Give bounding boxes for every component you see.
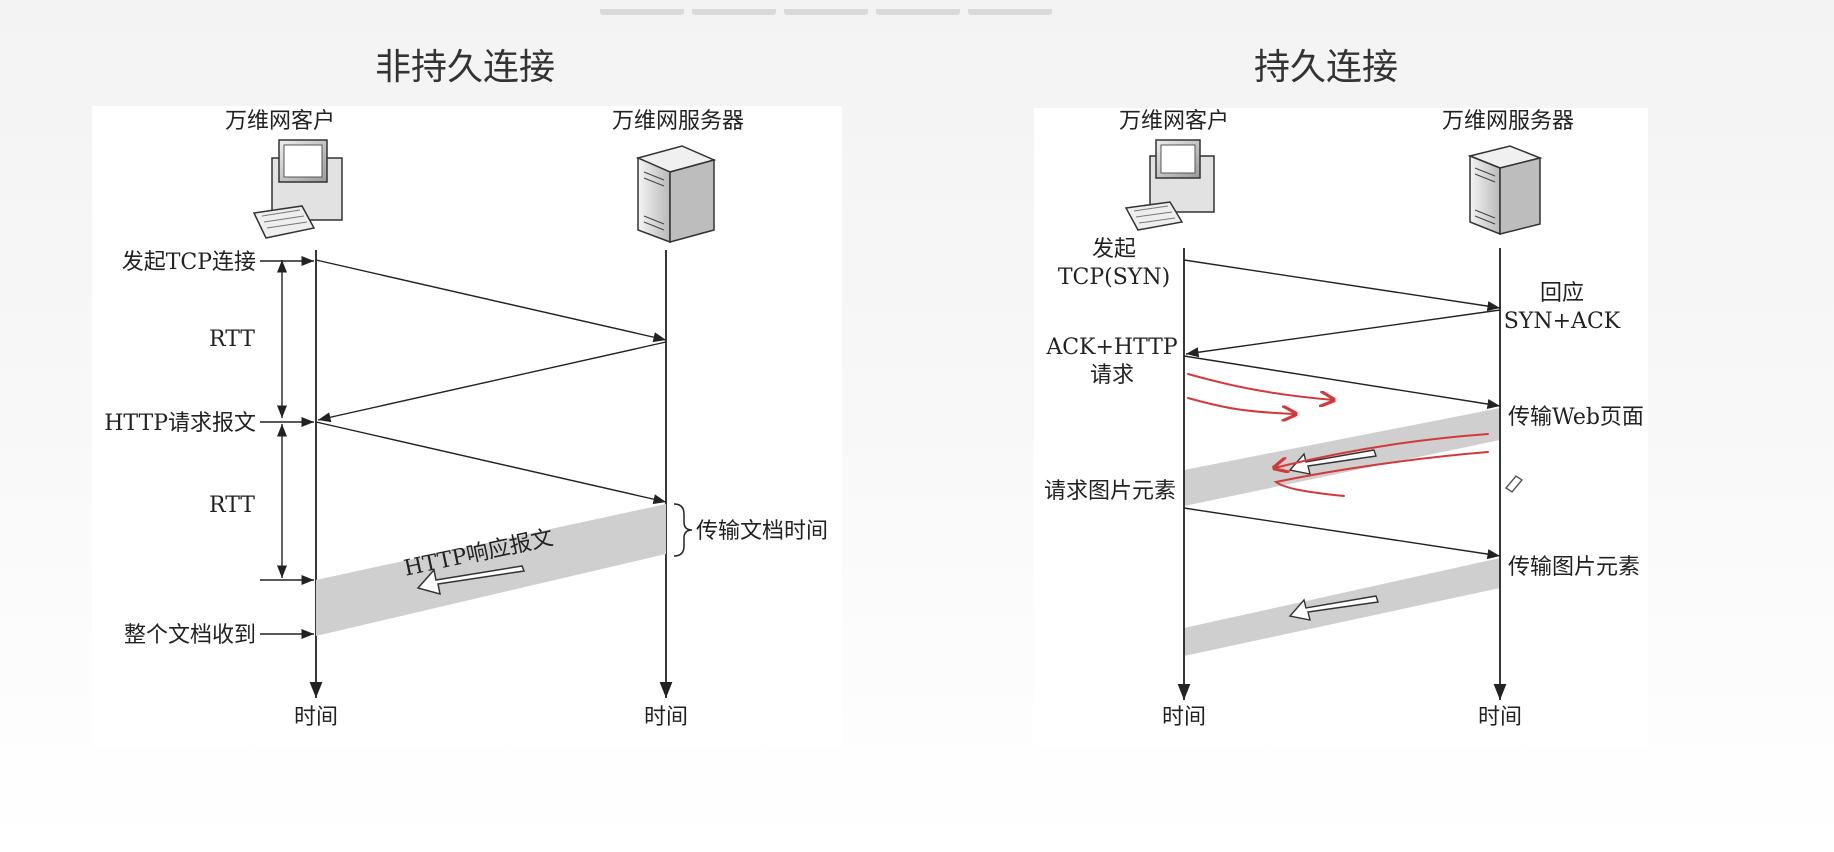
server-time-label: 时间: [1478, 705, 1522, 730]
transfer-time-label: 传输文档时间: [696, 519, 828, 544]
pen-cursor-icon: [1504, 475, 1524, 493]
client-computer-icon: [252, 139, 343, 239]
client-computer-icon: [1124, 139, 1215, 231]
response-direction-arrow: [416, 565, 526, 596]
rtt1-label: RTT: [209, 327, 255, 352]
document-received-label: 整个文档收到: [124, 623, 256, 648]
rtt2-label: RTT: [209, 493, 255, 518]
syn-arrow: [1183, 259, 1501, 312]
ack-http-label-line2: 请求: [1090, 363, 1134, 388]
image-request-arrow: [1183, 507, 1501, 560]
image-direction-arrow: [1288, 595, 1379, 621]
non-persistent-diagram: 万维网客户 万维网服务器 HTTP响应报文 RTT RTT 发起TCP连接 HT…: [92, 106, 842, 746]
transfer-time-brace: [673, 503, 693, 557]
syn-label-line1: 发起: [1092, 237, 1136, 262]
response-transfer-band: [316, 504, 666, 636]
client-time-label: 时间: [294, 705, 338, 730]
syn-label-line2: TCP(SYN): [1058, 265, 1170, 290]
synack-label-line2: SYN+ACK: [1504, 309, 1621, 334]
synack-arrow: [1185, 309, 1501, 358]
server-label: 万维网服务器: [612, 109, 744, 134]
transfer-image-label: 传输图片元素: [1508, 555, 1640, 580]
http-request-label: HTTP请求报文: [104, 411, 256, 436]
server-label: 万维网服务器: [1442, 109, 1574, 134]
synack-label-line1: 回应: [1540, 281, 1584, 306]
server-time-label: 时间: [644, 705, 688, 730]
request-image-label: 请求图片元素: [1044, 479, 1176, 504]
http-request-arrow: [315, 421, 667, 505]
client-time-label: 时间: [1162, 705, 1206, 730]
server-tower-icon: [635, 145, 717, 244]
transfer-web-page-label: 传输Web页面: [1508, 405, 1644, 430]
initiate-tcp-label: 发起TCP连接: [122, 250, 256, 275]
top-tab-strip: [600, 0, 1180, 15]
ack-http-request-arrow: [1183, 355, 1501, 410]
persistent-diagram: 万维网客户 万维网服务器 发起 TCP(SYN) 回应 SYN+ACK ACK+…: [1034, 108, 1648, 746]
left-title: 非持久连接: [374, 47, 556, 88]
handwritten-annotation: [1187, 373, 1489, 497]
right-title: 持久连接: [1253, 47, 1399, 88]
tcp-connect-arrow: [315, 259, 667, 343]
ack-http-label-line1: ACK+HTTP: [1045, 335, 1178, 360]
tcp-reply-arrow: [317, 341, 667, 423]
client-label: 万维网客户: [225, 109, 335, 134]
server-tower-icon: [1467, 145, 1543, 236]
client-label: 万维网客户: [1119, 109, 1229, 134]
